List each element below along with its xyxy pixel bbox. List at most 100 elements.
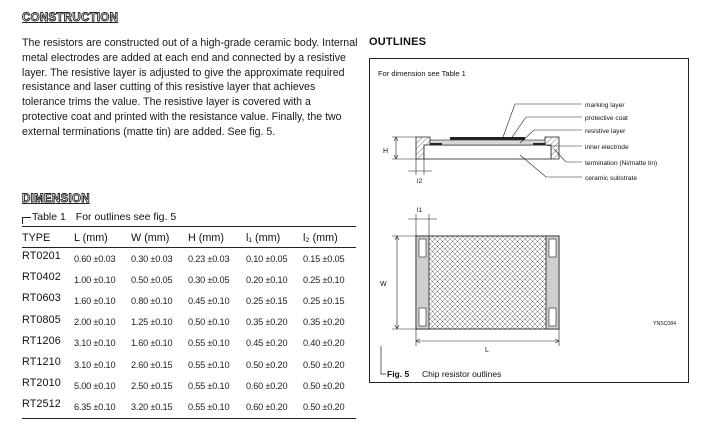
type-cell: RT2010 xyxy=(22,377,61,390)
value-cell: 0.35 ±0.20 xyxy=(303,317,345,328)
inner-electrode-right xyxy=(533,143,545,145)
table-label: Table 1 xyxy=(32,211,66,223)
label-H: H xyxy=(383,148,388,155)
table-row: RT0805 2.00 ±0.10 1.25 ±0.10 0.50 ±0.10 0.35… xyxy=(22,312,356,333)
value-cell: 0.35 ±0.20 xyxy=(246,317,288,328)
value-cell: 0.23 ±0.03 xyxy=(188,253,230,264)
table-row: RT1210 3.10 ±0.10 2.60 ±0.15 0.55 ±0.10 0.50… xyxy=(22,354,356,375)
label-L: L xyxy=(485,347,489,354)
dimension-L xyxy=(415,329,560,346)
table-note: For outlines see fig. 5 xyxy=(75,211,177,223)
label-marking-layer: marking layer xyxy=(585,102,625,109)
value-cell: 5.00 ±0.10 xyxy=(74,380,116,391)
value-cell: 0.55 ±0.10 xyxy=(188,359,230,370)
dimension-heading: DIMENSION xyxy=(22,193,90,206)
value-cell: 0.25 ±0.15 xyxy=(303,295,345,306)
type-cell: RT0603 xyxy=(22,292,61,305)
label-l1: l1 xyxy=(417,207,422,214)
inner-electrode-left xyxy=(430,143,442,145)
value-cell: 0.30 ±0.05 xyxy=(188,274,230,285)
construction-paragraph: The resistors are constructed out of a h… xyxy=(22,37,358,138)
dimension-W xyxy=(392,235,416,330)
caption-label: Fig. 5 xyxy=(387,369,409,379)
value-cell: 0.40 ±0.20 xyxy=(303,338,345,349)
value-cell: 0.80 ±0.10 xyxy=(131,295,173,306)
table-header-row: TYPE L (mm) W (mm) H (mm) l₁ (mm) l₂ (mm… xyxy=(22,226,356,248)
value-cell: 2.00 ±0.10 xyxy=(74,317,116,328)
right-terminal-top xyxy=(545,235,560,330)
table-caption-bracket xyxy=(22,217,31,224)
label-inner-electrode: inner electrode xyxy=(585,144,629,151)
value-cell: 0.45 ±0.10 xyxy=(188,295,230,306)
dimension-l2 xyxy=(408,159,432,175)
figure-caption: Fig. 5 Chip resistor outlines xyxy=(380,346,501,379)
value-cell: 0.50 ±0.20 xyxy=(303,380,345,391)
type-cell: RT2512 xyxy=(22,396,74,419)
left-terminal-top xyxy=(415,235,430,330)
value-cell: 0.20 ±0.10 xyxy=(246,274,288,285)
value-cell: 1.25 ±0.10 xyxy=(131,317,173,328)
column-header: W (mm) xyxy=(131,226,188,248)
value-cell: 0.25 ±0.15 xyxy=(246,295,288,306)
construction-heading: CONSTRUCTION xyxy=(22,12,119,25)
value-cell: 0.25 ±0.10 xyxy=(303,274,345,285)
side-view: marking layer protective coat resistive … xyxy=(383,102,657,185)
dimension-table: TYPE L (mm) W (mm) H (mm) l₁ (mm) l₂ (mm… xyxy=(22,226,356,419)
value-cell: 1.60 ±0.10 xyxy=(74,295,116,306)
value-cell: 0.30 ±0.03 xyxy=(131,253,173,264)
value-cell: 0.60 ±0.20 xyxy=(246,396,303,419)
table-row: RT0603 1.60 ±0.10 0.80 ±0.10 0.45 ±0.10 0.25… xyxy=(22,290,356,311)
label-ceramic-substrate: ceramic substrate xyxy=(585,175,637,182)
table-row: RT2010 5.00 ±0.10 2.50 ±0.15 0.55 ±0.10 0.60… xyxy=(22,375,356,396)
marking-layer xyxy=(450,137,525,140)
chip-resistor-drawing: For dimension see Table 1 marking layer … xyxy=(378,69,676,379)
value-cell: 0.45 ±0.20 xyxy=(246,338,288,349)
column-header: l₁ (mm) xyxy=(246,226,303,248)
type-cell: RT0402 xyxy=(22,271,61,284)
value-cell: 0.50 ±0.10 xyxy=(188,317,230,328)
value-cell: 0.50 ±0.05 xyxy=(131,274,173,285)
type-cell: RT0805 xyxy=(22,313,61,326)
label-l2: l2 xyxy=(417,178,422,185)
table-row: RT0402 1.00 ±0.10 0.50 ±0.05 0.30 ±0.05 0.20… xyxy=(22,269,356,290)
value-cell: 2.50 ±0.15 xyxy=(131,380,173,391)
column-header: l₂ (mm) xyxy=(303,226,356,248)
value-cell: 0.60 ±0.03 xyxy=(74,253,116,264)
value-cell: 0.55 ±0.10 xyxy=(188,380,230,391)
type-cell: RT1210 xyxy=(22,355,61,368)
value-cell: 3.10 ±0.10 xyxy=(74,359,116,370)
value-cell: 1.60 ±0.10 xyxy=(131,338,173,349)
table-row: RT0201 0.60 ±0.03 0.30 ±0.03 0.23 ±0.03 0.10… xyxy=(22,248,356,270)
type-cell: RT0201 xyxy=(22,250,61,262)
value-cell: 0.50 ±0.20 xyxy=(246,359,288,370)
value-cell: 2.60 ±0.15 xyxy=(131,359,173,370)
resistor-body xyxy=(415,235,560,330)
outline-figure: For dimension see Table 1 marking layer … xyxy=(369,58,689,383)
protective-coat xyxy=(429,139,546,146)
drawing-code: YNSC084 xyxy=(653,321,676,327)
column-header: H (mm) xyxy=(188,226,246,248)
dimension-l1 xyxy=(408,214,437,236)
label-protective-coat: protective coat xyxy=(585,115,628,122)
value-cell: 0.10 ±0.05 xyxy=(246,253,288,264)
figure-note: For dimension see Table 1 xyxy=(378,69,466,78)
value-cell: 3.20 ±0.15 xyxy=(131,396,188,419)
value-cell: 6.35 ±0.10 xyxy=(74,396,131,419)
value-cell: 0.50 ±0.20 xyxy=(303,396,356,419)
outlines-heading: OUTLINES xyxy=(369,36,427,48)
value-cell: 0.60 ±0.20 xyxy=(246,380,288,391)
caption-text: Chip resistor outlines xyxy=(422,369,501,379)
value-cell: 3.10 ±0.10 xyxy=(74,338,116,349)
value-cell: 0.15 ±0.05 xyxy=(303,253,345,264)
ceramic-substrate xyxy=(423,144,552,160)
label-resistive-layer: resistive layer xyxy=(585,128,626,135)
type-cell: RT1206 xyxy=(22,334,61,347)
value-cell: 0.50 ±0.20 xyxy=(303,359,345,370)
column-header: L (mm) xyxy=(74,226,131,248)
leader-lines xyxy=(502,103,582,178)
value-cell: 1.00 ±0.10 xyxy=(74,274,116,285)
table-caption: Table 1 For outlines see fig. 5 xyxy=(22,211,177,224)
label-W: W xyxy=(380,281,387,288)
